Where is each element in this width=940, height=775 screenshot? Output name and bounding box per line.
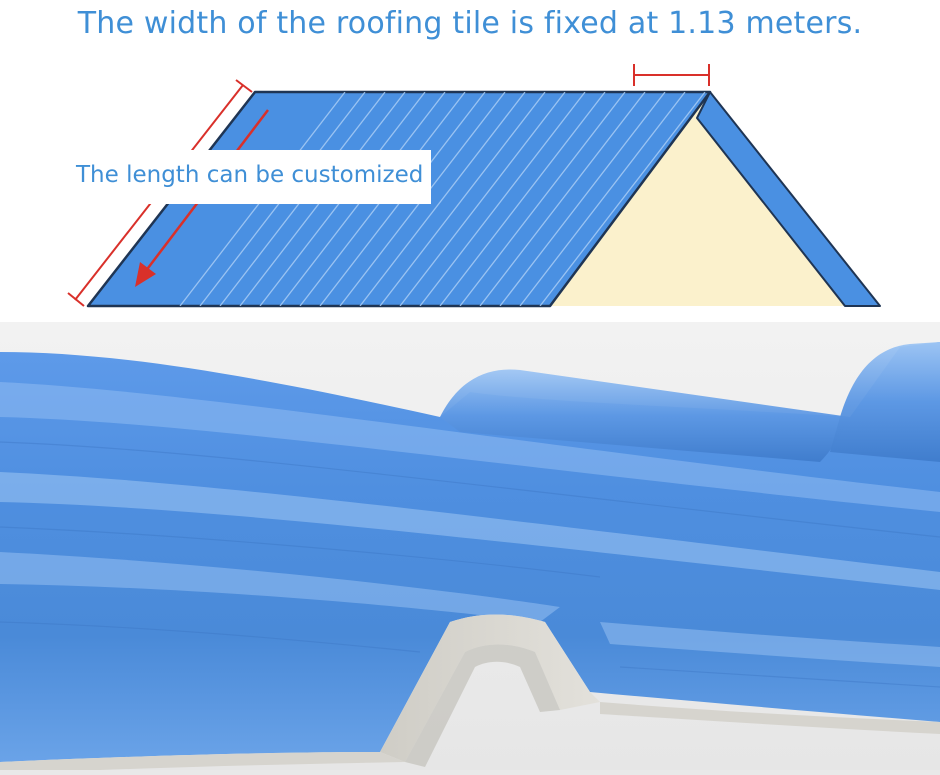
tile-rib-4 [600, 622, 940, 667]
tile-underside [380, 614, 600, 762]
width-headline: The width of the roofing tile is fixed a… [77, 6, 863, 41]
photo-floor [0, 770, 940, 775]
tile-rib-back-1 [440, 369, 850, 462]
length-label: The length can be customized [70, 150, 432, 204]
width-dimension-icon [633, 64, 710, 86]
tile-rib-back-2 [830, 342, 940, 462]
tile-bottom-edge [0, 752, 405, 774]
roofing-tile-photo [0, 322, 940, 775]
tile-bottom-edge-right [600, 702, 940, 734]
right-roof-slope [696, 91, 881, 307]
tile-rib-1 [0, 382, 940, 512]
gable-wall [550, 92, 880, 306]
tile-rib-3 [0, 552, 560, 622]
tile-grooves [0, 441, 940, 688]
tile-fold-shadow [405, 644, 560, 767]
tile-rib-2 [0, 472, 940, 590]
